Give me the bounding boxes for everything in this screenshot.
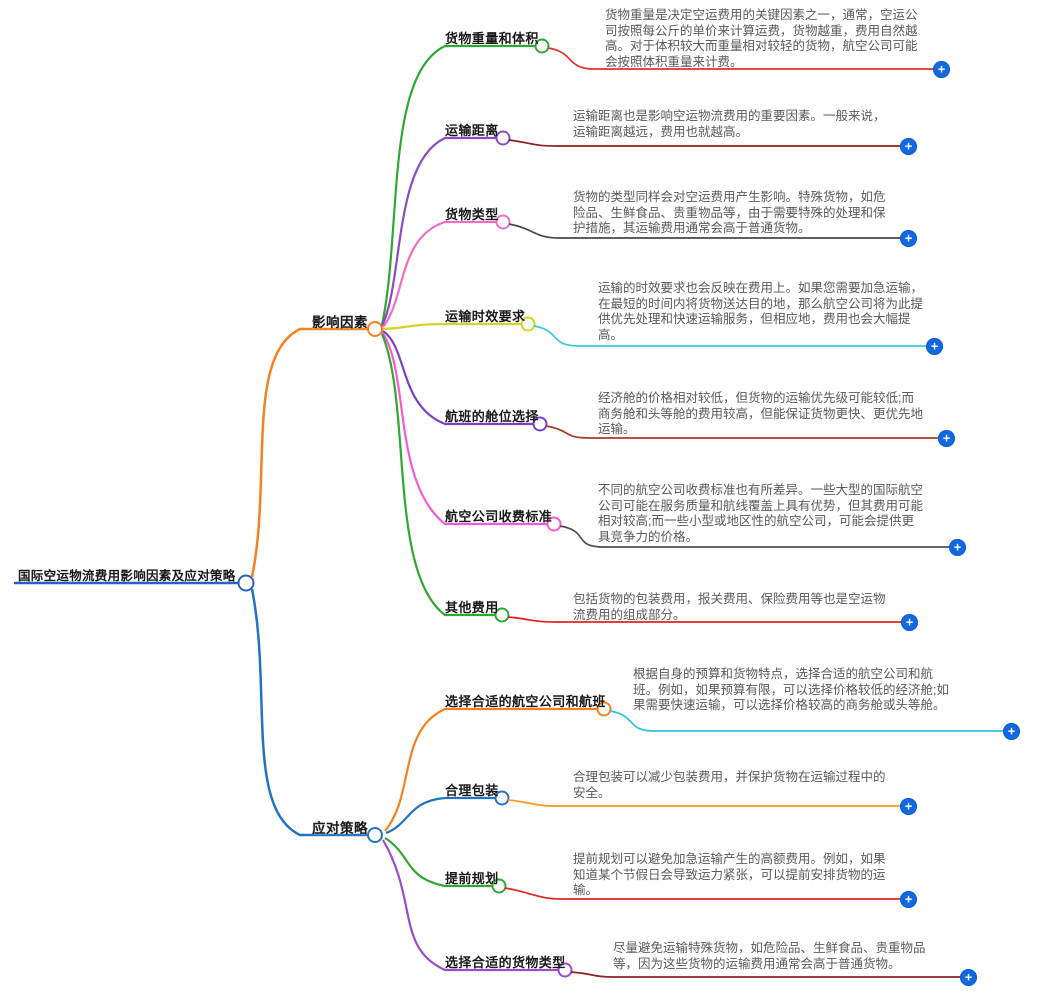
topic-curve [380,44,536,326]
topic-label-time-requirement[interactable]: 运输时效要求 [445,309,526,324]
topic-node-handle[interactable] [520,316,536,332]
desc-line [547,47,934,70]
topic-node-handle[interactable] [494,607,510,623]
plus-icon: + [930,338,939,354]
topic-label-other-fees[interactable]: 其他费用 [445,600,499,615]
expand-button[interactable]: + [933,61,950,78]
topic-label-weight-volume[interactable]: 货物重量和体积 [445,31,539,46]
topic-curve [384,707,598,832]
expand-button[interactable]: + [1003,723,1020,740]
expand-button[interactable]: + [900,230,917,247]
desc-line [507,616,902,623]
desc-line [609,710,1003,732]
topic-desc-packaging[interactable]: 合理包装可以减少包装费用，并保护货物在运输过程中的安全。 [573,770,886,800]
topic-desc-other-fees[interactable]: 包括货物的包装费用，报关费用、保险费用等也是空运物流费用的组成部分。 [573,592,886,622]
plus-icon: + [904,891,913,907]
plus-icon: + [937,61,946,77]
topic-curve [381,136,497,327]
plus-icon: + [953,539,962,555]
topic-desc-cargo-type[interactable]: 货物的类型同样会对空运费用产生影响。特殊货物，如危险品、生鲜食品、贵重物品等，由… [573,190,886,235]
root-node-handle[interactable] [237,574,255,592]
desc-line [508,139,901,147]
topic-label-choose-cargo-type[interactable]: 选择合适的货物类型 [445,955,566,970]
branch-curve-strategies [250,588,368,837]
topic-label-cabin-choice[interactable]: 航班的舱位选择 [445,409,539,424]
desc-line [545,425,940,439]
branch-curve-factors [250,327,368,578]
plus-icon: + [904,230,913,246]
desc-line [570,971,961,978]
plus-icon: + [904,138,913,154]
expand-button[interactable]: + [900,798,917,815]
branch-label-factors[interactable]: 影响因素 [312,315,368,330]
plus-icon: + [905,614,914,630]
topic-label-distance[interactable]: 运输距离 [445,123,499,138]
topic-desc-choose-cargo-type[interactable]: 尽量避免运输特殊货物，如危险品、生鲜食品、贵重物品等，因为这些货物的运输费用通常… [613,941,926,971]
desc-line [533,325,927,347]
topic-curve [382,220,497,328]
root-node-label[interactable]: 国际空运物流费用影响因素及应对策略 [18,569,236,583]
expand-button[interactable]: + [900,138,917,155]
topic-curve [385,796,496,835]
topic-curve [384,837,493,888]
topic-desc-time-requirement[interactable]: 运输的时效要求也会反映在费用上。如果您需要加急运输，在最短的时间内将货物送达目的… [598,281,924,342]
topic-label-airline-pricing[interactable]: 航空公司收费标准 [445,509,553,524]
topic-desc-airline-pricing[interactable]: 不同的航空公司收费标准也有所差异。一些大型的国际航空公司可能在服务质量和航线覆盖… [598,483,924,544]
topic-curve [382,330,534,426]
topic-desc-cabin-choice[interactable]: 经济舱的价格相对较低，但货物的运输优先级可能较低;而商务舱和头等舱的费用较高，但… [598,391,924,436]
expand-button[interactable]: + [949,539,966,556]
plus-icon: + [964,969,973,985]
topic-desc-plan-ahead[interactable]: 提前规划可以避免加急运输产生的高额费用。例如，如果知道某个节假日会导致运力紧张，… [573,852,886,897]
topic-node-handle[interactable] [495,130,511,146]
desc-line [559,525,951,548]
topic-node-handle[interactable] [494,790,510,806]
topic-label-cargo-type[interactable]: 货物类型 [445,207,499,222]
plus-icon: + [904,798,913,814]
plus-icon: + [1007,723,1016,739]
desc-line [504,887,901,900]
topic-desc-choose-airline[interactable]: 根据自身的预算和货物特点，选择合适的航空公司和航班。例如，如果预算有限，可以选择… [633,667,949,712]
topic-curve [382,322,521,331]
plus-icon: + [942,430,951,446]
topic-label-plan-ahead[interactable]: 提前规划 [445,871,499,886]
branch-node-handle[interactable] [367,321,383,337]
topic-label-packaging[interactable]: 合理包装 [445,783,499,798]
desc-line [507,799,901,807]
branch-label-strategies[interactable]: 应对策略 [312,821,368,836]
topic-node-handle[interactable] [491,878,507,894]
topic-curve [381,331,548,526]
branch-node-handle[interactable] [367,827,383,843]
expand-button[interactable]: + [938,430,955,447]
expand-button[interactable]: + [960,969,977,986]
expand-button[interactable]: + [900,891,917,908]
topic-node-handle[interactable] [534,38,550,54]
topic-node-handle[interactable] [495,214,511,230]
desc-line [508,223,901,239]
topic-curve [382,839,559,972]
expand-button[interactable]: + [926,338,943,355]
topic-node-handle[interactable] [557,962,573,978]
topic-node-handle[interactable] [532,416,548,432]
expand-button[interactable]: + [901,614,918,631]
topic-node-handle[interactable] [546,516,562,532]
topic-curve [380,333,496,617]
topic-desc-weight-volume[interactable]: 货物重量是决定空运费用的关键因素之一，通常，空运公司按照每公斤的单价来计算运费，… [605,8,918,69]
topic-desc-distance[interactable]: 运输距离也是影响空运物流费用的重要因素。一般来说，运输距离越远，费用也就越高。 [573,109,886,139]
topic-node-handle[interactable] [596,701,612,717]
topic-label-choose-airline[interactable]: 选择合适的航空公司和航班 [445,694,606,709]
